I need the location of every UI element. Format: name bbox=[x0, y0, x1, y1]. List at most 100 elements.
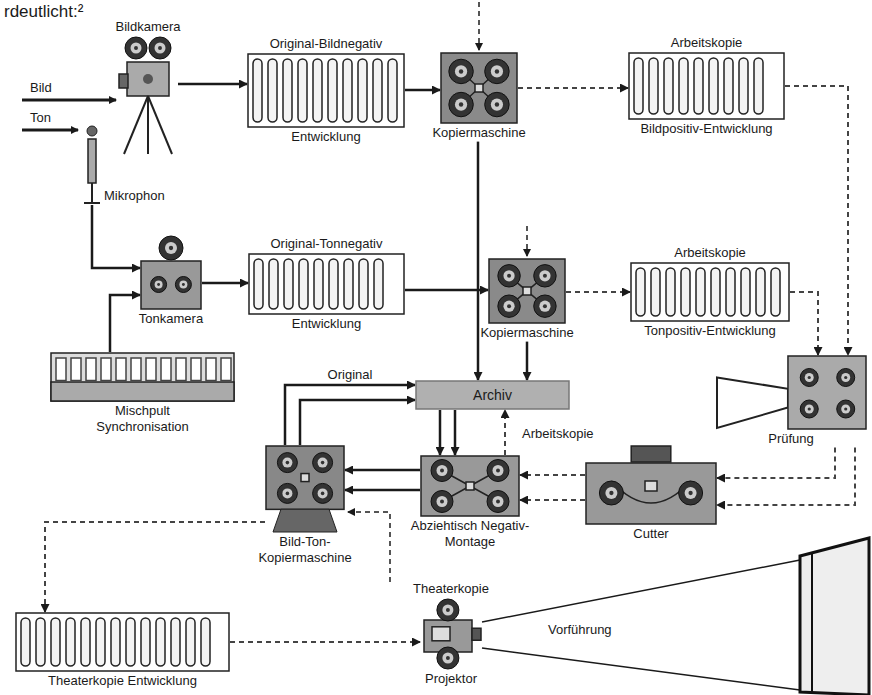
graphic-part bbox=[221, 358, 231, 381]
graphic-part bbox=[269, 259, 278, 309]
graphic-part bbox=[449, 59, 473, 83]
dashed-connector bbox=[520, 474, 585, 476]
node-shape bbox=[82, 125, 102, 205]
graphic-part bbox=[146, 358, 156, 381]
graphic-part bbox=[127, 62, 169, 96]
graphic-part bbox=[688, 491, 692, 495]
node-label: Cutter bbox=[631, 525, 670, 543]
graphic-part bbox=[539, 301, 550, 312]
graphic-part bbox=[507, 274, 511, 278]
graphic-part bbox=[249, 254, 404, 314]
graphic-part bbox=[182, 283, 185, 286]
graphic-part bbox=[440, 469, 444, 473]
graphic-part bbox=[328, 59, 337, 122]
graphic-part bbox=[155, 43, 166, 54]
graphic-part bbox=[175, 277, 191, 293]
graphic-part bbox=[344, 259, 353, 309]
dashed-connector bbox=[45, 522, 265, 612]
graphic-part bbox=[800, 400, 818, 418]
graphic-part bbox=[141, 618, 150, 666]
graphic-part bbox=[844, 407, 847, 410]
graphic-part bbox=[446, 608, 450, 612]
feed-arrow bbox=[526, 226, 528, 256]
dashed-connector bbox=[790, 292, 818, 355]
graphic-part bbox=[496, 469, 500, 473]
connector bbox=[92, 205, 140, 268]
graphic-part bbox=[277, 453, 297, 473]
node-icon bbox=[585, 445, 717, 525]
cutting-table: Cutter bbox=[585, 445, 717, 543]
node-shape bbox=[630, 262, 790, 322]
graphic-part bbox=[155, 281, 163, 289]
graphic-part bbox=[788, 356, 866, 429]
node-shape bbox=[265, 445, 345, 533]
graphic-part bbox=[629, 53, 784, 119]
graphic-part bbox=[134, 46, 138, 50]
connector bbox=[285, 385, 415, 445]
graphic-part bbox=[51, 353, 234, 401]
graphic-part bbox=[491, 65, 503, 77]
edge-label: Original bbox=[326, 367, 375, 383]
graphic-part bbox=[432, 627, 450, 641]
graphic-part bbox=[679, 58, 688, 114]
graphic-part bbox=[489, 259, 565, 323]
graphic-part bbox=[36, 618, 45, 666]
dashed-connector bbox=[520, 499, 585, 501]
graphic-part bbox=[282, 488, 292, 498]
graphic-part bbox=[101, 358, 111, 381]
node-icon bbox=[420, 455, 520, 517]
graphic-part bbox=[523, 287, 531, 295]
graphic-part bbox=[599, 481, 623, 505]
graphic-part bbox=[631, 446, 671, 462]
graphic-part bbox=[71, 358, 81, 381]
graphic-part bbox=[298, 59, 307, 122]
dashed-connector bbox=[566, 291, 630, 293]
node-shape bbox=[50, 352, 235, 402]
graphic-part bbox=[503, 270, 514, 281]
connector bbox=[300, 400, 415, 445]
graphic-part bbox=[841, 373, 850, 382]
node-shape bbox=[585, 445, 717, 525]
print-machine: Bild-Ton-Kopiermaschine bbox=[248, 445, 362, 566]
node-label: Original-Tonnegativ bbox=[268, 235, 384, 253]
copier-machine: Kopiermaschine bbox=[430, 52, 527, 142]
graphic-part bbox=[321, 461, 325, 465]
node-shape bbox=[420, 455, 520, 517]
film-strip-box: ArbeitskopieTonpositiv-Entwicklung bbox=[630, 244, 790, 339]
graphic-part bbox=[266, 446, 344, 509]
graphic-part bbox=[248, 54, 404, 127]
graphic-part bbox=[81, 618, 90, 666]
copier-machine: Kopiermaschine bbox=[478, 258, 575, 342]
dashed-connector bbox=[230, 641, 420, 643]
connector bbox=[178, 83, 247, 86]
graphic-part bbox=[161, 358, 171, 381]
node-label: Kopiermaschine bbox=[430, 124, 527, 142]
connector bbox=[477, 142, 480, 380]
graphic-part bbox=[808, 407, 811, 410]
graphic-part bbox=[539, 270, 550, 281]
graphic-part bbox=[176, 358, 186, 381]
graphic-part bbox=[475, 84, 483, 92]
mixing-desk: Mischpult Synchronisation bbox=[50, 352, 235, 435]
graphic-part bbox=[91, 183, 93, 202]
graphic-part bbox=[318, 458, 328, 468]
film-strip-box: ArbeitskopieBildpositiv-Entwicklung bbox=[628, 34, 785, 137]
connector bbox=[405, 89, 440, 92]
node-shape bbox=[118, 36, 178, 156]
graphic-part bbox=[466, 482, 474, 490]
free-label: Vorführung bbox=[548, 622, 612, 638]
graphic-part bbox=[277, 483, 297, 503]
graphic-part bbox=[664, 58, 673, 114]
graphic-part bbox=[485, 59, 509, 83]
graphic-part bbox=[485, 92, 509, 116]
node-label: Archiv bbox=[471, 386, 514, 405]
sound-camera: Tonkamera bbox=[137, 235, 205, 328]
graphic-part bbox=[696, 268, 705, 316]
node-label: Entwicklung bbox=[289, 128, 362, 146]
node-label: Abziehtisch Negativ-Montage bbox=[403, 517, 537, 550]
node-label: Kopiermaschine bbox=[478, 324, 575, 342]
graphic-part bbox=[282, 458, 292, 468]
graphic-part bbox=[16, 613, 229, 671]
graphic-part bbox=[86, 358, 96, 381]
node-shape bbox=[247, 53, 405, 128]
